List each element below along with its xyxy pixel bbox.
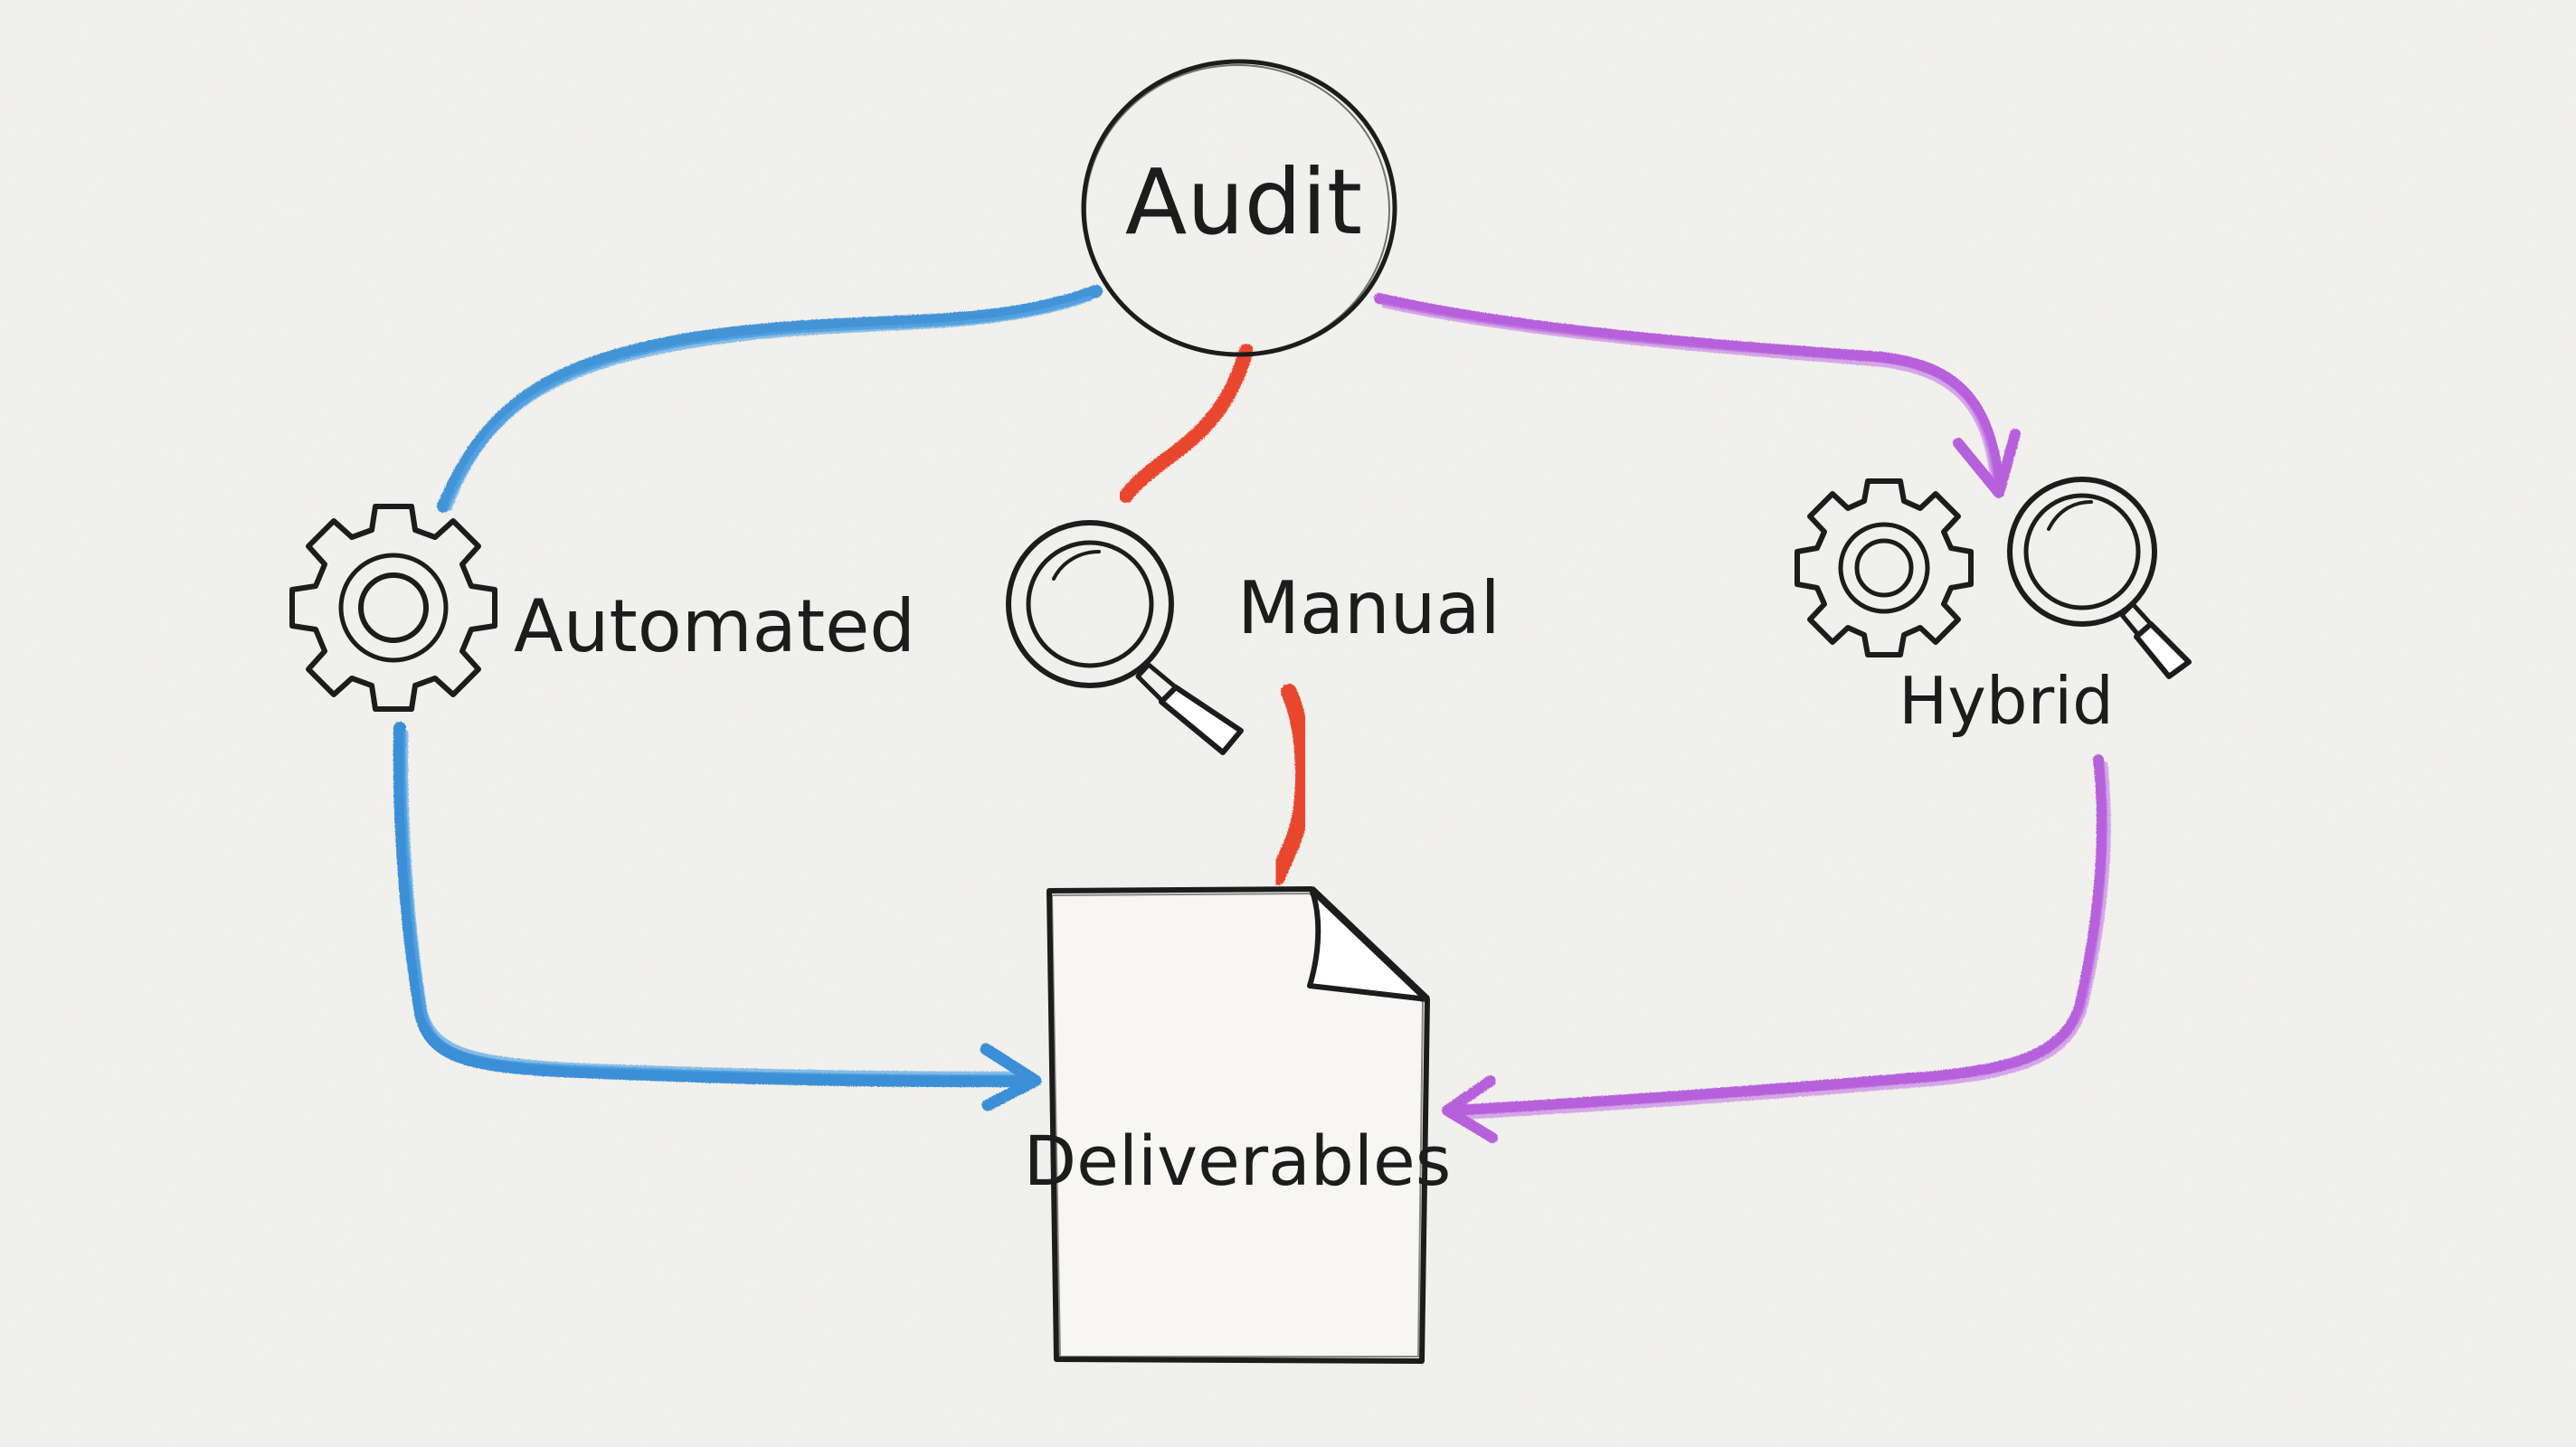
edge-audit-hybrid xyxy=(1374,293,2021,498)
magnifier-icon xyxy=(2007,477,2192,679)
audit-label: Audit xyxy=(1125,149,1362,255)
deliverables-label: Deliverables xyxy=(1024,1121,1452,1201)
manual-label: Manual xyxy=(1237,566,1501,650)
automated-label: Automated xyxy=(514,584,915,668)
magnifier-icon xyxy=(1006,520,1244,755)
automated-node[interactable]: Automated xyxy=(289,504,915,712)
edge-hybrid-deliverables xyxy=(1442,754,2111,1143)
document-icon xyxy=(1046,886,1430,1364)
edge-audit-automated xyxy=(437,285,1103,513)
gear-icon xyxy=(1795,478,1974,657)
edge-audit-manual xyxy=(1119,344,1254,503)
edge-automated-deliverables xyxy=(393,722,1042,1111)
deliverables-node[interactable]: Deliverables xyxy=(1024,886,1452,1364)
hybrid-label: Hybrid xyxy=(1899,663,2114,739)
audit-node[interactable]: Audit xyxy=(1081,59,1397,357)
edge-manual-deliverables xyxy=(1269,684,1312,885)
gear-icon xyxy=(289,504,497,712)
manual-node[interactable]: Manual xyxy=(1006,520,1501,755)
hybrid-node[interactable]: Hybrid xyxy=(1795,477,2192,739)
